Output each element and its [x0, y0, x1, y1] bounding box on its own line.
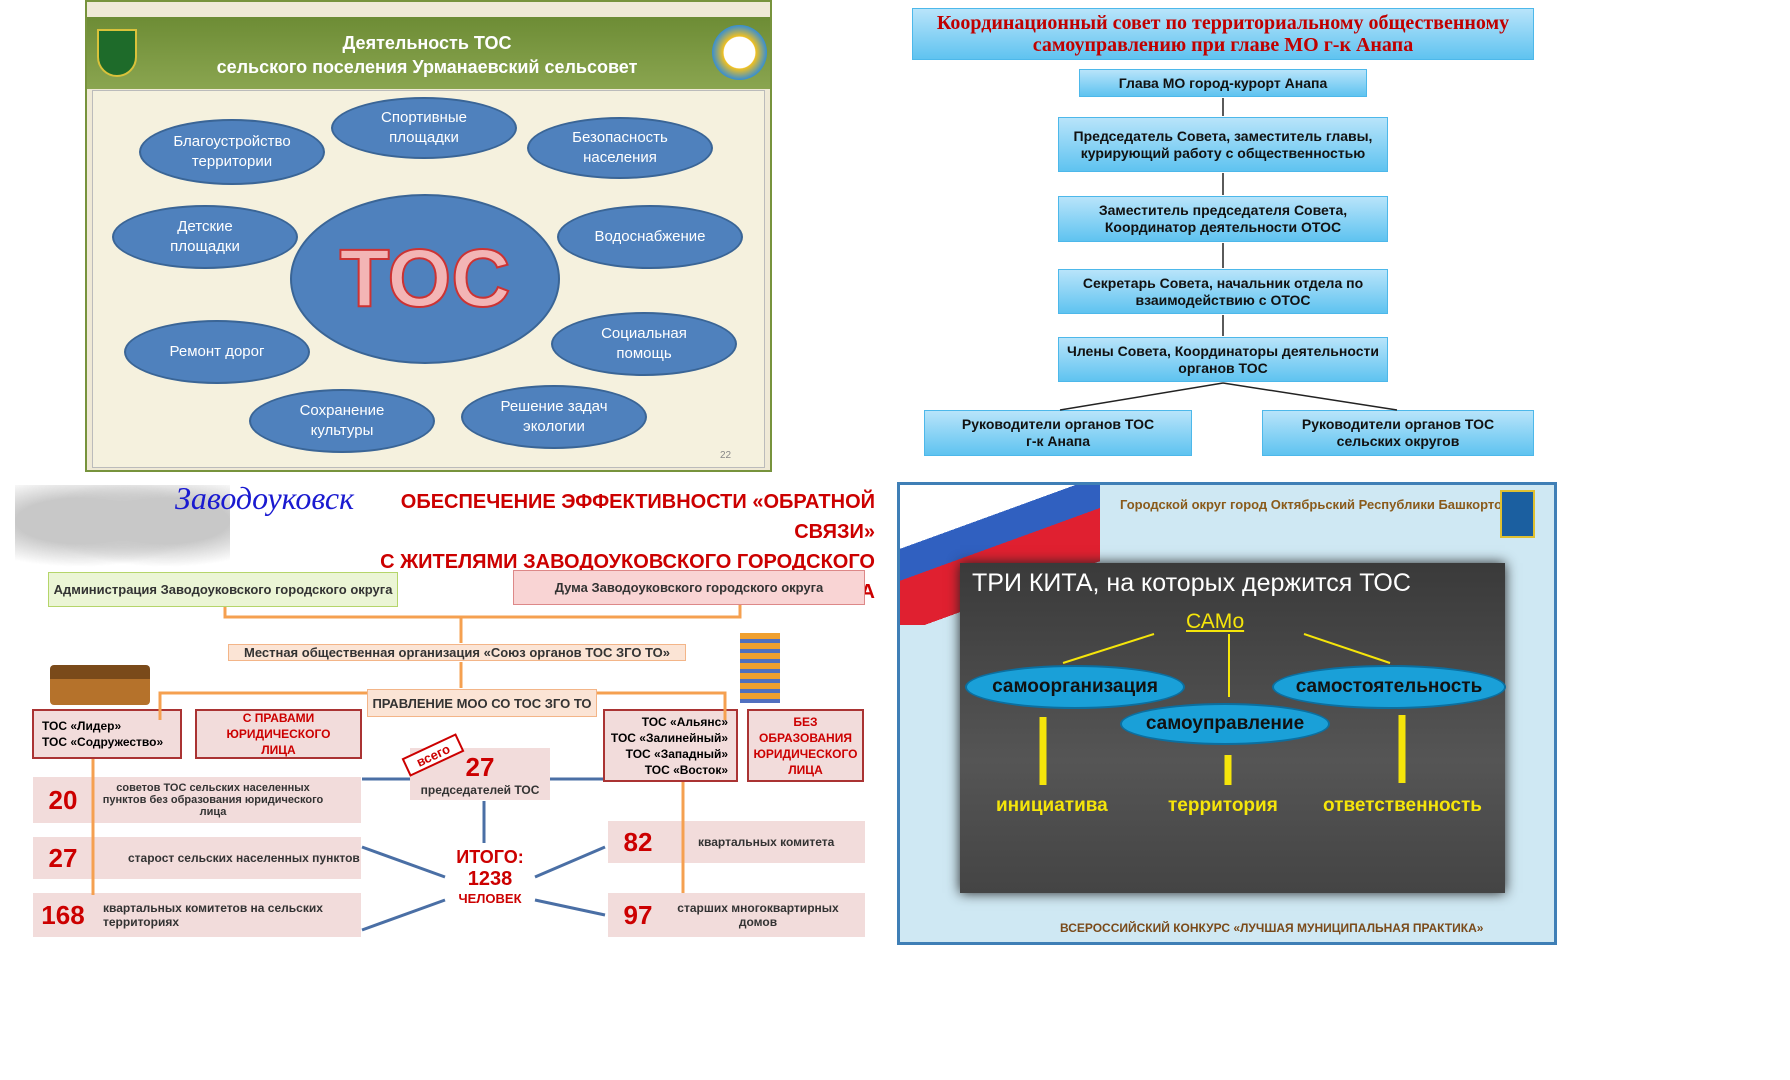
slide-coordination-council: Координационный совет по территориальном… — [905, 0, 1545, 465]
union-box: Местная общественная организация «Союз о… — [228, 644, 686, 661]
admin-box: Администрация Заводоуковского городского… — [48, 572, 398, 607]
oval-self-government: самоуправление — [1120, 703, 1330, 745]
duma-box: Дума Заводоуковского городского округа — [513, 570, 865, 605]
org-box-secretary: Секретарь Совета, начальник отдела по вз… — [1058, 269, 1388, 314]
world-map-image — [15, 485, 230, 575]
ellipse-item: Водоснабжение — [557, 205, 743, 269]
tos-right-box: ТОС «Альянс»ТОС «Залинейный»ТОС «Западны… — [603, 709, 738, 782]
ellipse-item: Сохранение культуры — [249, 389, 435, 453]
slide-three-whales: Городской округ город Октябрьский Респуб… — [897, 482, 1557, 945]
with-rights-box: С ПРАВАМИ ЮРИДИЧЕСКОГО ЛИЦА — [195, 709, 362, 759]
ellipse-item: Решение задач экологии — [461, 385, 647, 449]
coat-of-arms-logo — [97, 29, 137, 77]
octobersky-emblem-logo — [1500, 490, 1535, 538]
ellipse-item: Безопасность населения — [527, 117, 713, 179]
connector-lines — [91, 605, 742, 932]
slide-footer: ВСЕРОССИЙСКИЙ КОНКУРС «ЛУЧШАЯ МУНИЦИПАЛЬ… — [1060, 921, 1484, 935]
board-box: ПРАВЛЕНИЕ МОО СО ТОС ЗГО ТО — [367, 689, 597, 717]
org-box-rural-leaders: Руководители органов ТОС сельских округо… — [1262, 410, 1534, 456]
slide-feedback: Заводоуковск ОБЕСПЕЧЕНИЕ ЭФФЕКТИВНОСТИ «… — [0, 475, 890, 945]
oval-independence: самостоятельность — [1272, 665, 1506, 709]
slide-title: ОБЕСПЕЧЕНИЕ ЭФФЕКТИВНОСТИ «ОБРАТНОЙ СВЯЗ… — [380, 491, 875, 603]
center-ellipse-tos: ТОС — [290, 194, 560, 364]
org-box-chairman: Председатель Совета, заместитель главы, … — [1058, 117, 1388, 172]
ellipse-item: Социальная помощь — [551, 312, 737, 376]
connector-arrows — [1059, 98, 1398, 411]
slide-header: Городской округ город Октябрьский Респуб… — [1120, 497, 1531, 512]
result-initiative: инициатива — [996, 795, 1108, 816]
ellipse-item: Детские площадки — [112, 205, 298, 269]
zavodoukovsk-logo: Заводоуковск — [175, 480, 355, 516]
result-territory: территория — [1168, 795, 1278, 816]
org-box-city-leaders: Руководители органов ТОС г-к Анапа — [924, 410, 1192, 456]
ellipse-item: Спортивные площадки — [331, 97, 517, 159]
bashkortostan-emblem-logo — [712, 25, 767, 80]
org-box-members: Члены Совета, Координаторы деятельности … — [1058, 337, 1388, 382]
oval-self-organization: самоорганизация — [965, 665, 1185, 709]
slide-title: ТРИ КИТА, на которых держится ТОС — [972, 569, 1411, 597]
council-title: Координационный совет по территориальном… — [912, 8, 1534, 60]
whale-arrows — [1039, 633, 1406, 785]
ellipse-item: Благоустройство территории — [139, 119, 325, 185]
result-responsibility: ответственность — [1323, 795, 1482, 816]
house-image — [50, 665, 150, 705]
page-number: 22 — [720, 450, 732, 461]
ellipse-item: Ремонт дорог — [124, 320, 310, 384]
root-label: САМо — [1186, 610, 1245, 633]
building-image — [740, 633, 780, 703]
tos-left-box: ТОС «Лидер»ТОС «Содружество» — [32, 709, 182, 759]
org-box-deputy: Заместитель председателя Совета, Координ… — [1058, 196, 1388, 242]
org-box-head: Глава МО город-курорт Анапа — [1079, 69, 1367, 97]
without-rights-box: БЕЗ ОБРАЗОВАНИЯ ЮРИДИЧЕСКОГО ЛИЦА — [747, 709, 864, 782]
